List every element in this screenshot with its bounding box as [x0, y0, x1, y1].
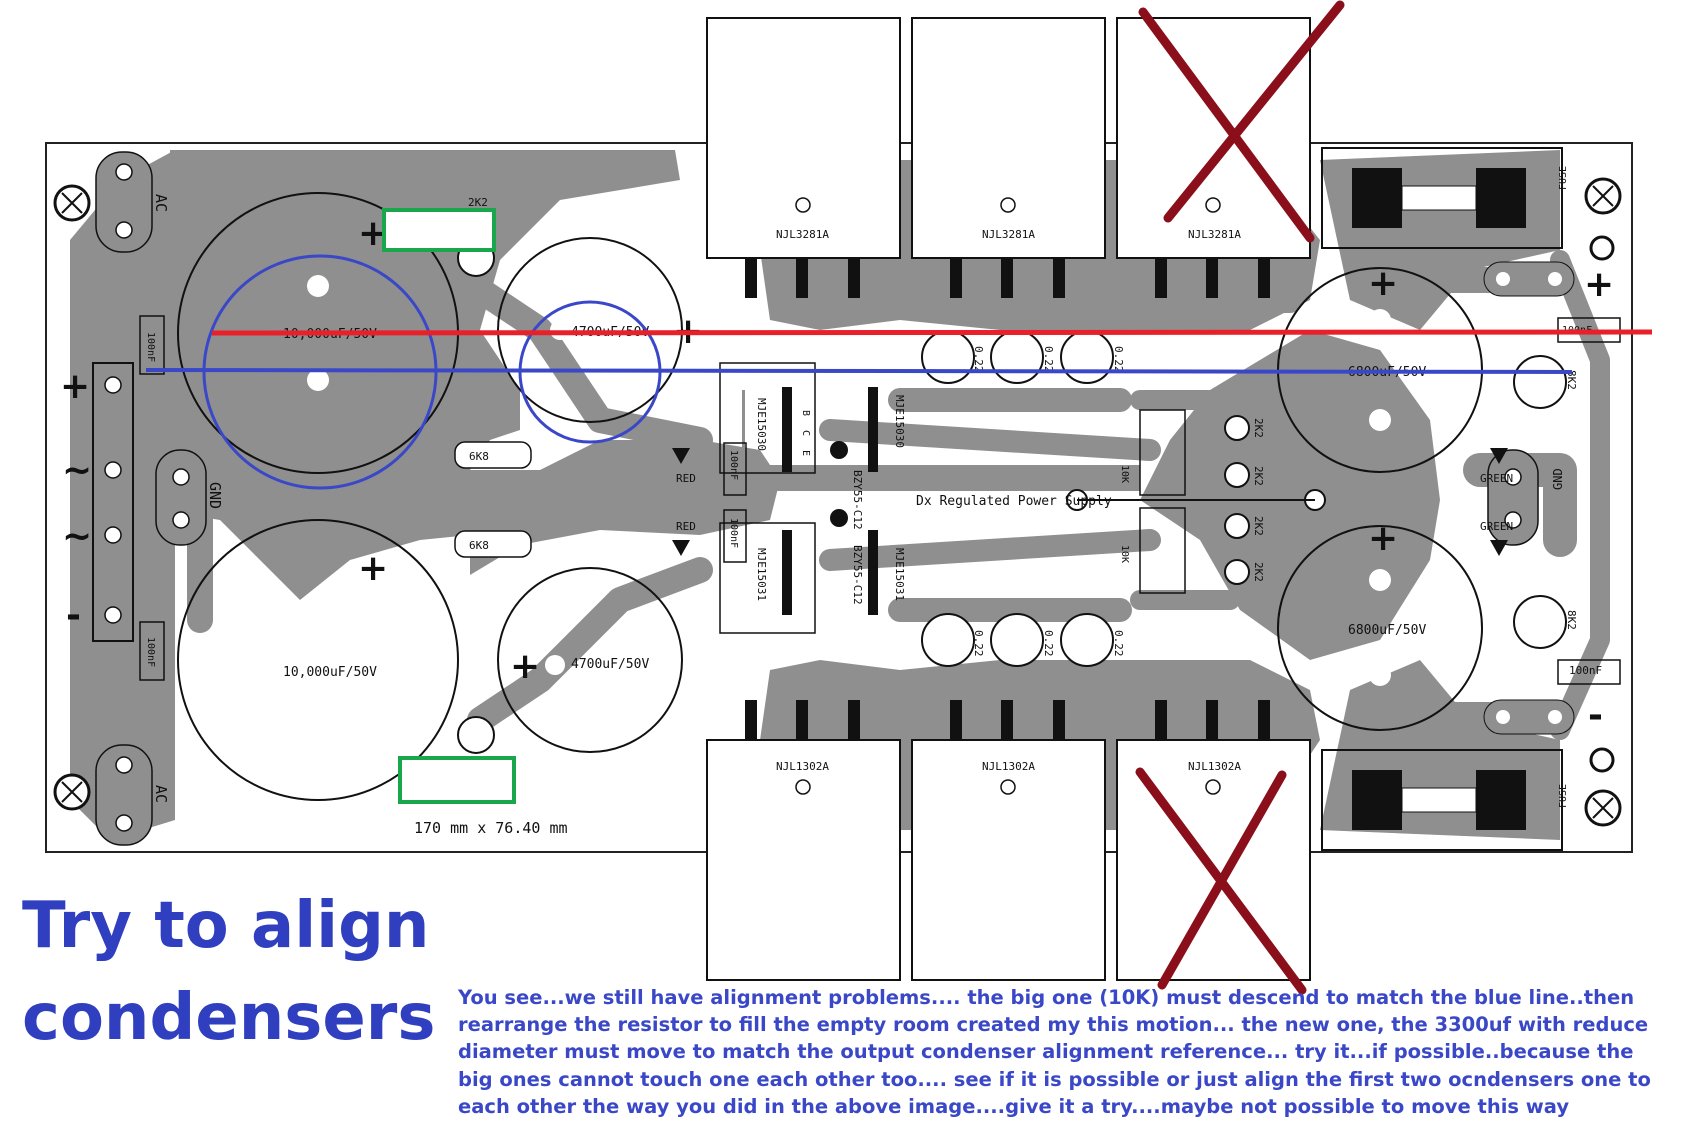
label-6k8-top: 6K8	[469, 450, 489, 463]
label-100nf-3: 100nF	[728, 450, 739, 480]
svg-text:+: +	[358, 548, 388, 589]
alignment-annotations	[145, 254, 1573, 490]
highlight-boxes	[382, 208, 516, 804]
label-2k2-d: 2K2	[1252, 562, 1265, 582]
center-track-2	[760, 465, 1140, 491]
label-100nf-4: 100nF	[728, 518, 739, 548]
transistor-top-2	[911, 17, 1106, 259]
blue-line	[145, 368, 1573, 374]
label-driver-1: MJE15030	[893, 395, 906, 448]
label-100nf-1: 100nF	[145, 332, 156, 362]
label-fuse-bottom: FUSE	[1558, 784, 1569, 808]
label-6k8-bottom: 6K8	[469, 539, 489, 552]
transistor-legs	[745, 258, 1270, 740]
label-emitter-2: 0.22	[1042, 346, 1055, 373]
label-trimmer-1: 10K	[1119, 465, 1130, 483]
svg-text:-: -	[66, 595, 81, 636]
label-2k2-a: 2K2	[1252, 418, 1265, 438]
label-zener-2: BZY55-C12	[851, 545, 864, 605]
svg-text:+: +	[1584, 264, 1614, 305]
label-pin-b: B	[800, 410, 811, 416]
label-mid-cap-bottom: 4700uF/50V	[571, 657, 649, 672]
label-out-cap-bottom: 6800uF/50V	[1348, 623, 1426, 638]
label-ac-top: AC	[152, 194, 170, 212]
label-led-green-1: GREEN	[1480, 472, 1513, 485]
label-2k2-b: 2K2	[1252, 466, 1265, 486]
svg-text:+: +	[1368, 518, 1398, 559]
svg-text:-: -	[1588, 695, 1603, 736]
label-driver-3: MJE15031	[893, 548, 906, 601]
svg-text:~: ~	[62, 450, 92, 491]
svg-text:+: +	[60, 366, 90, 407]
label-8k2-bottom: 8K2	[1565, 610, 1578, 630]
label-fuse-top: FUSE	[1558, 166, 1569, 190]
label-gnd-left: GND	[206, 482, 224, 509]
polarity-marks: + ~ ~ - + - ++ ++ ++	[60, 213, 1614, 736]
label-board-size: 170 mm x 76.40 mm	[414, 819, 568, 837]
label-led-red-1: RED	[676, 472, 696, 485]
label-top-transistor-1: NJL3281A	[776, 228, 829, 241]
label-emitter-1: 0.22	[972, 346, 985, 373]
pcb-labels: 10,000uF/50V 4700uF/50V 6800uF/50V 10,00…	[145, 166, 1602, 837]
fuse-holders	[1321, 147, 1615, 851]
mid-cap-top	[497, 237, 683, 423]
label-emitter-4: 0.22	[972, 630, 985, 657]
label-8k2-top: 8K2	[1565, 370, 1578, 390]
label-trimmer-2: 10K	[1119, 545, 1130, 563]
label-bottom-transistor-1: NJL1302A	[776, 760, 829, 773]
label-100nf-2: 100nF	[145, 637, 156, 667]
label-gnd-right: GND	[1551, 468, 1565, 490]
label-2k2-c: 2K2	[1252, 516, 1265, 536]
label-top-transistor-2: NJL3281A	[982, 228, 1035, 241]
label-zener-1: BZY55-C12	[851, 470, 864, 530]
out-cap-bottom	[1277, 525, 1483, 731]
transistor-bottom-2	[911, 739, 1106, 981]
label-ac-bottom: AC	[152, 785, 170, 803]
transistor-top-1	[706, 17, 901, 259]
label-bottom-transistor-2: NJL1302A	[982, 760, 1035, 773]
instruction-note: You see...we still have alignment proble…	[458, 986, 1651, 1118]
cross-bottom	[1135, 767, 1307, 995]
cross-marks	[1135, 0, 1345, 995]
svg-text:+: +	[1368, 263, 1398, 304]
label-power-supply: Dx Regulated Power Supply	[916, 494, 1112, 509]
label-bottom-transistor-3: NJL1302A	[1188, 760, 1241, 773]
svg-text:~: ~	[62, 516, 92, 557]
label-big-cap-bottom: 10,000uF/50V	[283, 665, 377, 680]
label-pin-c: C	[800, 430, 811, 436]
label-led-red-2: RED	[676, 520, 696, 533]
mid-cap-bottom	[497, 567, 683, 753]
big-cap-bottom	[177, 519, 459, 801]
label-emitter-6: 0.22	[1112, 630, 1125, 657]
center-track	[490, 480, 740, 508]
label-emitter-5: 0.22	[1042, 630, 1055, 657]
label-top-transistor-3: NJL3281A	[1188, 228, 1241, 241]
label-led-green-2: GREEN	[1480, 520, 1513, 533]
cross-top	[1138, 0, 1345, 243]
svg-text:+: +	[510, 646, 540, 687]
label-driver-4: MJE15031	[755, 548, 768, 601]
label-pin-e: E	[800, 450, 811, 456]
transistor-bottom-1	[706, 739, 901, 981]
heading: Try to align condensers	[22, 889, 436, 1055]
red-line	[211, 329, 1653, 336]
label-100nf-right: 100nF	[1569, 664, 1602, 677]
label-emitter-3: 0.22	[1112, 346, 1125, 373]
transistor-top-3	[1116, 17, 1311, 259]
right-pour	[1140, 330, 1440, 660]
label-driver-2: MJE15030	[755, 398, 768, 451]
bridge-rectifier	[92, 362, 134, 642]
label-2k2: 2K2	[468, 196, 488, 209]
